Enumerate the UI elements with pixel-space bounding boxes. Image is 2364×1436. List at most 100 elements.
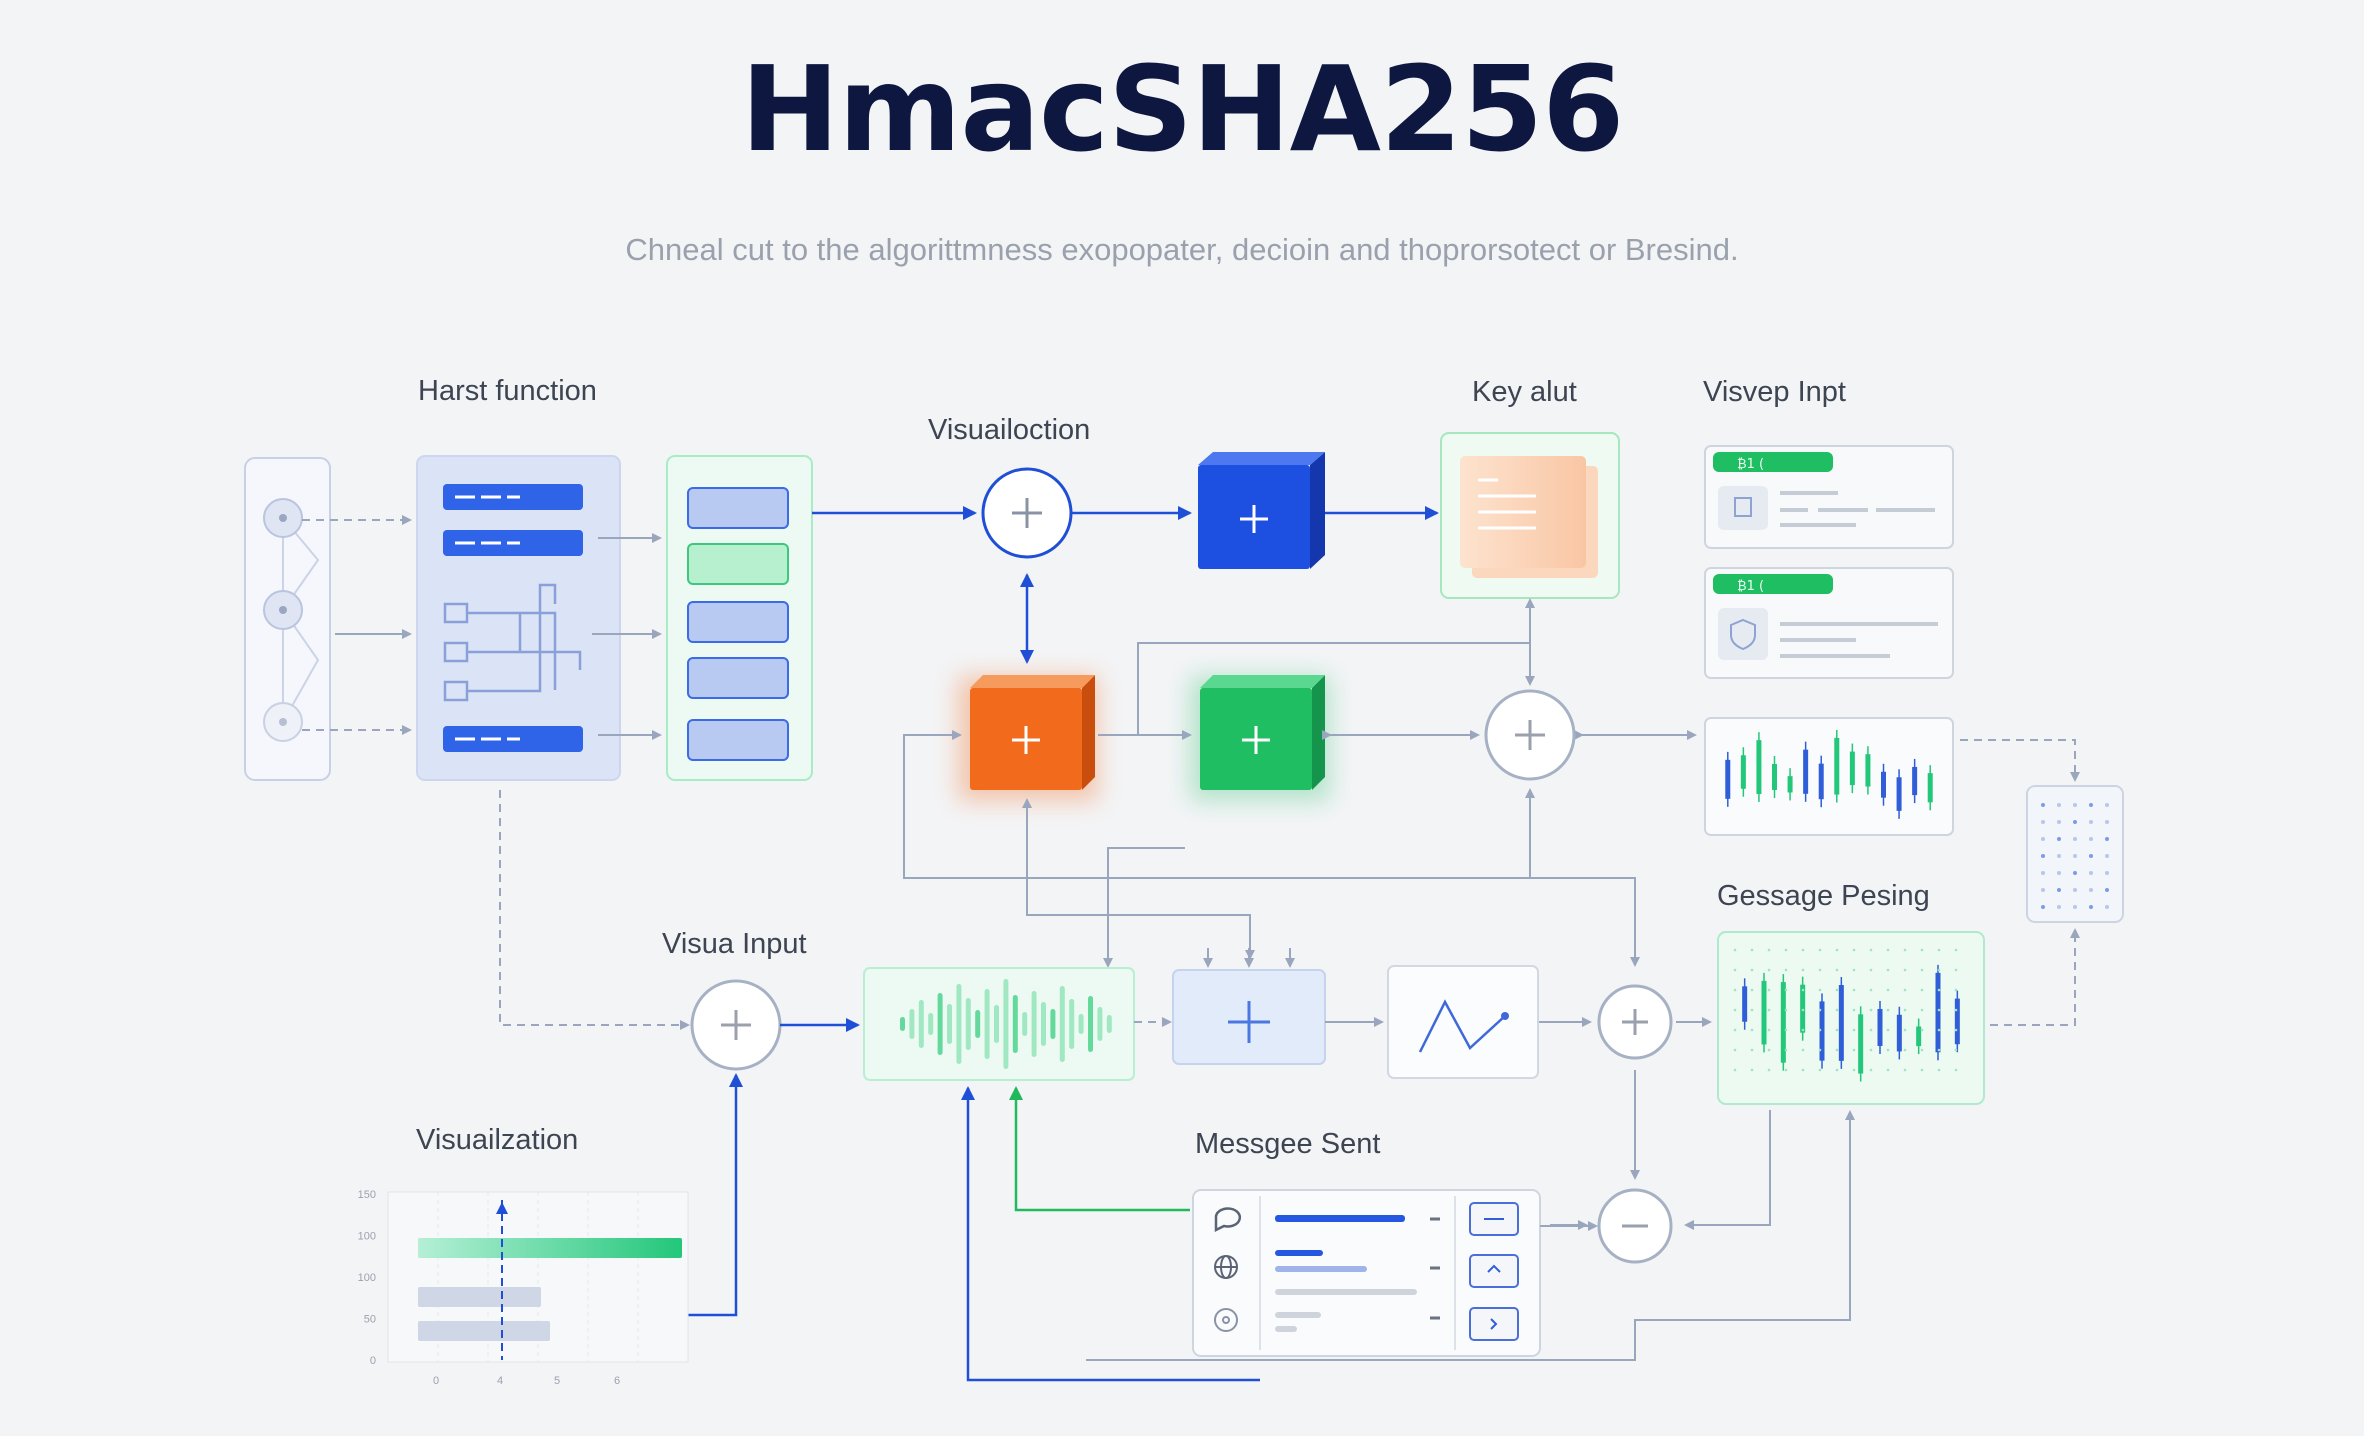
grid-dot — [2105, 871, 2109, 875]
grid-dot — [1767, 1008, 1771, 1012]
grid-dot — [1767, 1068, 1771, 1072]
input-arrows — [302, 515, 412, 735]
grid-dot — [1767, 1048, 1771, 1052]
wave-bar — [928, 1013, 934, 1035]
grid-dot — [2105, 854, 2109, 858]
grid-dot — [1937, 1048, 1941, 1052]
grid-dot — [1869, 948, 1873, 952]
wave-bar — [1059, 986, 1065, 1062]
page-subtitle: Chneal cut to the algorittmness exopopat… — [625, 232, 1739, 267]
grid-dot — [1750, 1068, 1754, 1072]
grid-dot — [1733, 968, 1737, 972]
globe-icon — [1214, 1255, 1238, 1279]
wave-bar — [900, 1017, 905, 1031]
candle-body — [1865, 754, 1871, 787]
grid-dot — [1869, 1008, 1873, 1012]
grid-dot — [1886, 988, 1890, 992]
grid-dot — [1835, 1008, 1839, 1012]
grid-dot — [1886, 1028, 1890, 1032]
grid-dot — [2041, 837, 2045, 841]
grid-dot — [2073, 837, 2077, 841]
wave-bar — [1003, 979, 1009, 1069]
grid-dot — [1784, 988, 1788, 992]
grid-dot — [1886, 968, 1890, 972]
message-sent-panel — [1192, 1189, 1541, 1357]
grid-dot — [1801, 1008, 1805, 1012]
grid-dot — [1733, 988, 1737, 992]
candle-body — [1935, 972, 1941, 1053]
grid-dot — [1886, 1048, 1890, 1052]
grid-dot — [2073, 871, 2077, 875]
input-graph-panel — [244, 457, 331, 781]
grid-dot — [2057, 837, 2061, 841]
xor-node-bottom — [690, 979, 782, 1071]
grid-dot — [1920, 1048, 1924, 1052]
grid-dot — [1835, 1028, 1839, 1032]
grid-dot — [1801, 988, 1805, 992]
grid-dot — [1784, 1048, 1788, 1052]
grid-dot — [1767, 988, 1771, 992]
chart-bar — [418, 1321, 550, 1341]
candle-body — [1896, 1014, 1902, 1052]
grid-dot — [1767, 968, 1771, 972]
grid-dot — [1954, 1028, 1958, 1032]
grid-dot — [1903, 1028, 1907, 1032]
label-visualization-top: Visuailoction — [928, 414, 1091, 446]
wave-bar — [947, 1004, 952, 1044]
grid-dot — [2089, 854, 2093, 858]
grid-dot — [1869, 1068, 1873, 1072]
green-cube — [1190, 675, 1330, 801]
grid-dot — [1937, 1068, 1941, 1072]
grid-dot — [1903, 968, 1907, 972]
grid-dot — [2089, 820, 2093, 824]
candle-body — [1819, 1001, 1825, 1061]
grid-dot — [2073, 803, 2077, 807]
wave-bar — [1106, 1015, 1112, 1033]
grid-dot — [1852, 1068, 1856, 1072]
candle-body — [1912, 766, 1918, 796]
wave-bar — [1069, 999, 1075, 1049]
wave-bar — [918, 1000, 924, 1048]
grid-dot — [1954, 1008, 1958, 1012]
grid-dot — [1852, 968, 1856, 972]
grid-dot — [1818, 1068, 1822, 1072]
label-key-adult: Key alut — [1472, 376, 1577, 408]
grid-dot — [1937, 1008, 1941, 1012]
label-visualization-bottom: Visuailzation — [416, 1124, 579, 1156]
grid-dot — [2057, 888, 2061, 892]
dot-grid-panel — [2026, 785, 2124, 923]
label-hash-function: Harst function — [418, 375, 597, 407]
grid-dot — [1852, 1028, 1856, 1032]
wave-bar — [1031, 991, 1037, 1057]
label-message-parsing: Gessage Pesing — [1717, 880, 1930, 912]
grid-dot — [1750, 988, 1754, 992]
grid-dot — [1818, 1048, 1822, 1052]
grid-dot — [2073, 905, 2077, 909]
grid-dot — [1852, 988, 1856, 992]
chart-x-tick-label: 5 — [554, 1375, 560, 1387]
grid-dot — [1801, 948, 1805, 952]
chart-bar — [418, 1238, 682, 1258]
chart-y-tick-label: 0 — [370, 1355, 376, 1367]
candle-body — [1881, 771, 1886, 798]
wave-bar — [909, 1009, 915, 1039]
middle-connectors — [903, 598, 1697, 968]
candle-body — [1742, 986, 1748, 1022]
grid-dot — [1835, 1068, 1839, 1072]
chart-y-tick-label: 50 — [364, 1314, 376, 1326]
candle-body — [1916, 1026, 1922, 1047]
grid-dot — [2105, 905, 2109, 909]
grid-dot — [1886, 1068, 1890, 1072]
label-visual-input-bottom: Visua Input — [662, 928, 807, 960]
grid-dot — [1937, 988, 1941, 992]
grid-dot — [1937, 948, 1941, 952]
grid-dot — [1869, 988, 1873, 992]
candle-body — [1834, 737, 1840, 795]
message-parsing-panel — [1717, 931, 1985, 1105]
grid-dot — [1954, 1048, 1958, 1052]
grid-dot — [1733, 1028, 1737, 1032]
xor-node-bottom-right — [1597, 984, 1673, 1060]
grid-dot — [2073, 888, 2077, 892]
